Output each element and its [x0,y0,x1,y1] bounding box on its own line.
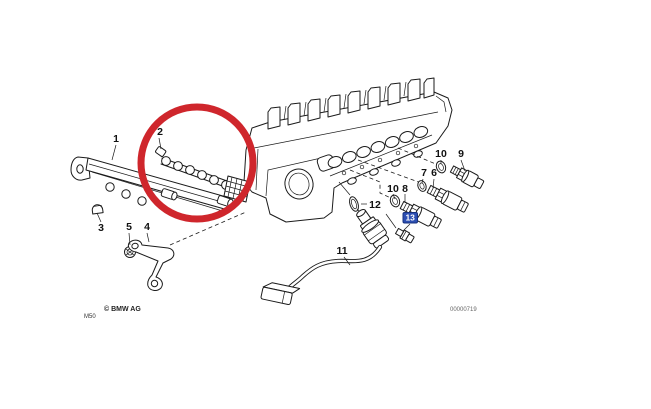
cable-connector [260,282,301,306]
arm-part-4-drawing [127,239,175,291]
nut-part-3-drawing [91,204,104,215]
selected-part-badge[interactable]: 13 [402,212,418,224]
sensor-part-11-drawing [260,208,390,306]
model-code-text: M50 [84,314,96,320]
selected-part-badge-label: 13 [405,213,415,223]
part-label-10-upper[interactable]: 10 [435,148,447,160]
sensor-part-6-drawing [426,184,469,213]
copyright-text: © BMW AG [104,305,141,313]
part-label-12[interactable]: 12 [369,199,381,211]
label-leader-lines [96,137,466,266]
sensor-part-13-drawing [385,213,415,244]
highlight-circle [137,103,257,223]
cylinder-head-drawing [243,77,453,223]
part-label-2[interactable]: 2 [157,126,163,138]
part-label-3[interactable]: 3 [98,222,104,234]
washer-part-10-upper-drawing [435,160,447,174]
oring-part-12-drawing [338,181,367,213]
document-number-text: 00000719 [450,307,477,313]
lower-bosses [347,150,423,185]
part-label-1[interactable]: 1 [113,133,119,145]
part-label-6[interactable]: 6 [431,167,437,179]
bracket-part-1-drawing [70,156,234,213]
sensor-cable [286,244,383,291]
front-bore [284,168,314,200]
washer-part-10-lower-drawing [389,194,401,208]
part-label-11[interactable]: 11 [336,245,347,257]
part-label-10-lower[interactable]: 10 [387,183,399,195]
dashed-leader-lines [169,147,439,246]
part-label-4[interactable]: 4 [144,221,150,233]
cam-towers [267,77,435,130]
part-label-5[interactable]: 5 [126,221,132,233]
sensor-part-9-drawing [449,165,485,189]
intake-ports [316,126,433,177]
part-label-8[interactable]: 8 [402,183,408,195]
part-label-7[interactable]: 7 [421,167,427,179]
washer-part-7-drawing [417,180,427,192]
part-label-9[interactable]: 9 [458,148,464,160]
